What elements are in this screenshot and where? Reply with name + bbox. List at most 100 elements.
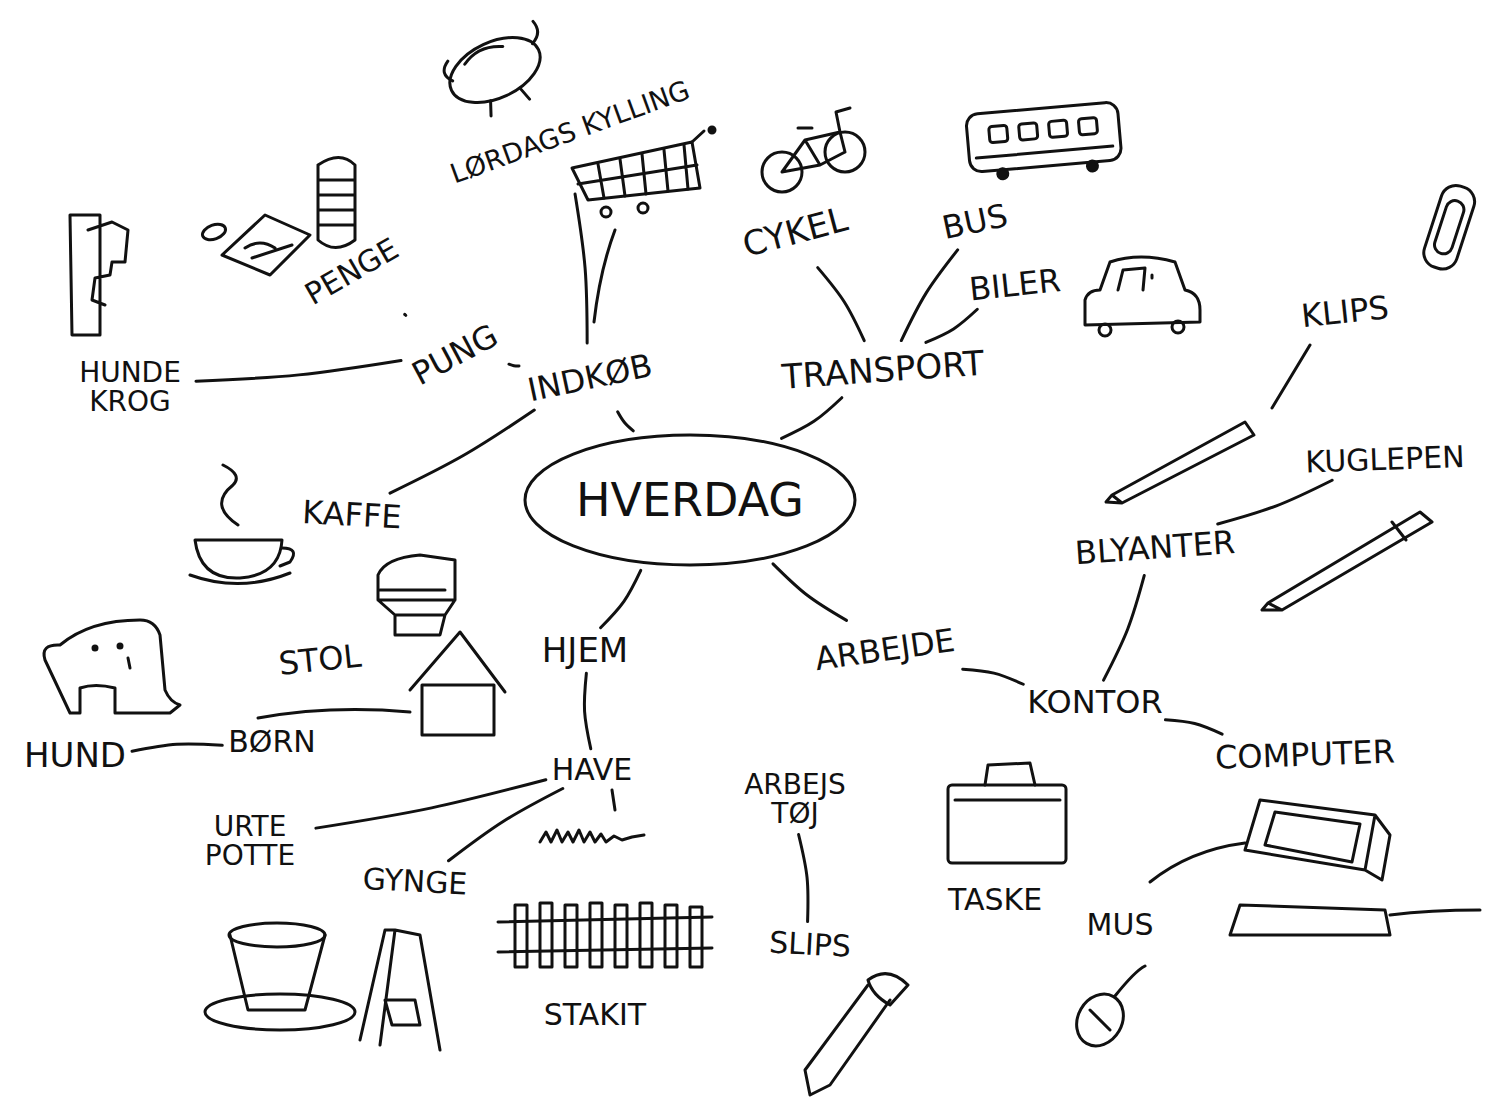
topic-text: BILER [968, 264, 1063, 306]
connector-line [584, 673, 590, 748]
topic-word: BILER [968, 264, 1063, 306]
shopping-cart-sketch [572, 142, 700, 200]
topic-word: TRANSPORT [781, 346, 985, 395]
topic-text: BUS [939, 199, 1010, 245]
leader-line [258, 710, 410, 718]
computer-sketch [1230, 800, 1480, 935]
paperclip-sketch [1432, 198, 1466, 256]
connector-line [1104, 575, 1145, 680]
necktie-sketch [805, 974, 908, 1095]
coffee-cup-sketch [222, 465, 238, 525]
connector-line [196, 360, 401, 381]
topic-text: SLIPS [768, 928, 851, 963]
topic-word: BUS [939, 199, 1010, 245]
car-sketch [1172, 321, 1184, 333]
coffee-cup-sketch [280, 548, 294, 566]
car-sketch [1085, 257, 1200, 325]
bus-sketch [1078, 117, 1097, 135]
topic-word: HUNDE KROG [70, 359, 190, 416]
shopping-cart-sketch [692, 131, 704, 142]
fence-sketch [665, 905, 677, 967]
bicycle-sketch [762, 108, 865, 192]
topic-word: SLIPS [768, 928, 851, 963]
swing-sketch [360, 930, 440, 1050]
chicken-sketch [440, 24, 551, 115]
plant-pot-sketch [229, 923, 325, 947]
topic-word: KUGLEPEN [1305, 442, 1465, 478]
leader-line [612, 790, 615, 810]
topic-text: HVERDAG [576, 477, 804, 524]
necktie-sketch [805, 974, 908, 1095]
dog-sketch [93, 646, 97, 650]
topic-word: HUND [24, 738, 126, 773]
briefcase-sketch [948, 763, 1066, 863]
car-sketch [1118, 268, 1152, 290]
pencil-sketch [1106, 422, 1254, 503]
fence-sketch [515, 905, 527, 967]
fence-sketch [615, 905, 627, 967]
car-sketch [1099, 324, 1111, 336]
topic-word: BØRN [228, 727, 315, 758]
topic-word: INDKØB [525, 349, 655, 407]
house-sketch [410, 632, 505, 735]
grass-sketch [540, 830, 644, 842]
topic-text: PUNG [407, 319, 503, 391]
car-sketch [1085, 257, 1200, 336]
bus-sketch [1087, 161, 1098, 172]
topic-text: ARBEJDE [813, 624, 957, 676]
topic-word: PENGE [300, 233, 403, 310]
dog-sketch [118, 644, 122, 648]
connector-line [509, 364, 519, 366]
shopping-cart-sketch [638, 203, 648, 213]
topic-word: CYKEL [739, 201, 851, 262]
shopping-cart-sketch [572, 127, 715, 217]
shopping-cart-sketch [578, 145, 697, 198]
chicken-sketch [440, 21, 563, 127]
topic-word: TASKE [948, 885, 1042, 916]
topic-word: BLYANTER [1074, 526, 1236, 570]
fence-sketch [498, 903, 712, 967]
house-sketch [422, 685, 494, 735]
dog-hook-sketch [70, 215, 128, 335]
connector-line [926, 309, 977, 342]
topic-text: COMPUTER [1215, 736, 1396, 775]
bicycle-sketch [782, 108, 850, 172]
fence-sketch [540, 903, 552, 967]
topic-text: STOL [277, 639, 363, 680]
briefcase-sketch [955, 763, 1060, 800]
bus-sketch [1019, 123, 1038, 141]
fence-sketch [590, 903, 602, 967]
bus-sketch [966, 102, 1123, 182]
ballpoint-pen-sketch [1262, 512, 1432, 610]
topic-word: KLIPS [1300, 291, 1391, 333]
swing-sketch [360, 930, 440, 1050]
topic-text: HUNDE KROG [70, 359, 190, 416]
connector-line [1218, 480, 1332, 524]
topic-text: KLIPS [1300, 291, 1391, 333]
connector-line [405, 313, 406, 317]
dog-sketch [128, 658, 130, 668]
topic-text: BØRN [228, 727, 315, 758]
topic-text: KONTOR [1027, 686, 1162, 719]
armchair-sketch [378, 555, 455, 635]
money-sketch [200, 221, 227, 242]
leader-line [594, 230, 615, 322]
dog-sketch [44, 620, 180, 713]
fence-sketch [498, 917, 712, 952]
pencil-sketch [1106, 422, 1254, 503]
shopping-cart-sketch [709, 127, 715, 133]
topic-text: GYNGE [362, 864, 468, 900]
fence-sketch [565, 905, 577, 967]
connector-line [1165, 720, 1222, 734]
topic-word: STOL [277, 639, 363, 680]
connector-line [390, 410, 534, 493]
computer-sketch [1230, 800, 1480, 935]
bus-sketch [966, 102, 1122, 173]
topic-word: KONTOR [1027, 686, 1162, 719]
armchair-sketch [378, 555, 455, 635]
topic-text: HUND [24, 738, 126, 773]
leader-line [258, 230, 1310, 882]
